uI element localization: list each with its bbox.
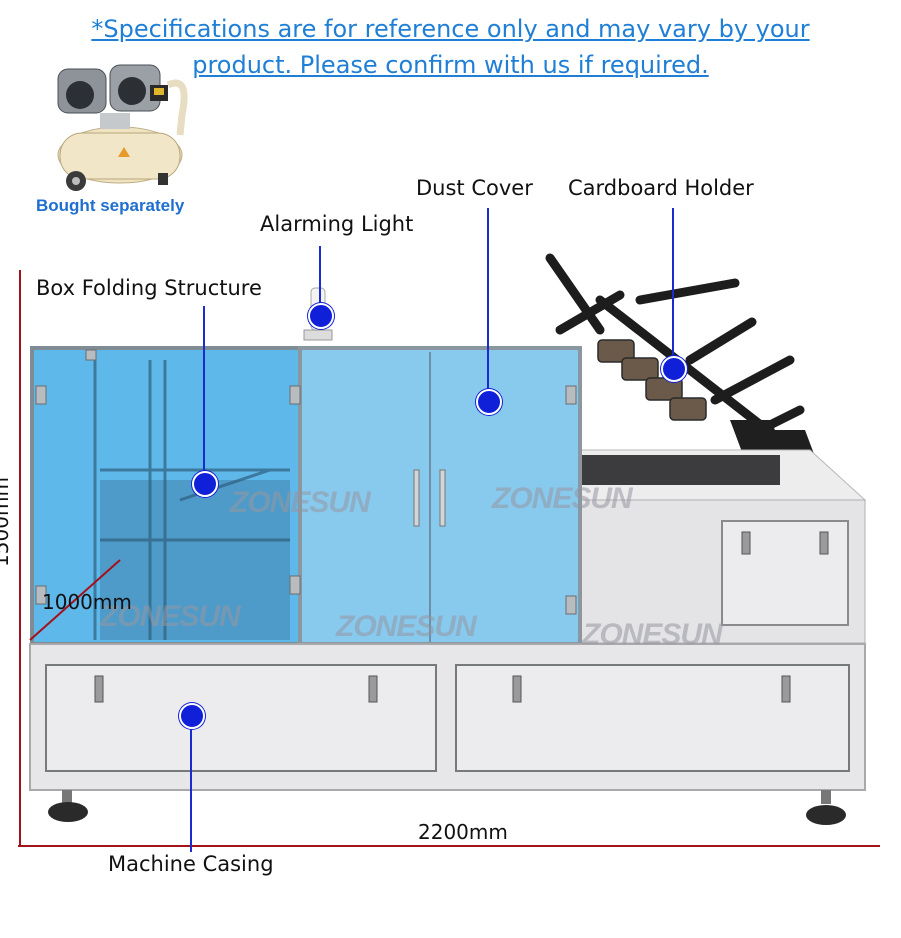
notice-line-2: product. Please confirm with us if requi…: [192, 51, 709, 79]
watermark-5: ZONESUN: [582, 618, 723, 651]
cardboard-holder-marker: [661, 356, 687, 382]
machine-casing-marker: [179, 703, 205, 729]
cardboard-holder-leader: [672, 208, 674, 360]
alarming-light-marker: [308, 303, 334, 329]
height-dimension: 1500mm: [0, 477, 13, 567]
machine-casing-leader: [190, 718, 192, 852]
notice-line-1: *Specifications are for reference only a…: [91, 15, 810, 43]
depth-dimension: 1000mm: [42, 590, 132, 614]
cardboard-holder-label: Cardboard Holder: [568, 176, 754, 200]
dust-cover-marker: [476, 389, 502, 415]
machine-casing-label: Machine Casing: [108, 852, 274, 876]
width-dimension: 2200mm: [418, 820, 508, 844]
dust-cover-label: Dust Cover: [416, 176, 533, 200]
box-folding-marker: [192, 471, 218, 497]
air-compressor-image: [57, 64, 188, 191]
watermark-4: ZONESUN: [100, 600, 241, 633]
watermark-1: ZONESUN: [230, 486, 371, 519]
dust-cover-leader: [487, 208, 489, 396]
bought-separately-caption: Bought separately: [36, 196, 185, 215]
box-folding-structure-label: Box Folding Structure: [36, 276, 262, 300]
watermark-3: ZONESUN: [336, 610, 477, 643]
watermark-2: ZONESUN: [492, 482, 633, 515]
alarming-light-label: Alarming Light: [260, 212, 414, 236]
alarming-light-leader: [319, 246, 321, 312]
box-folding-leader: [203, 306, 205, 476]
